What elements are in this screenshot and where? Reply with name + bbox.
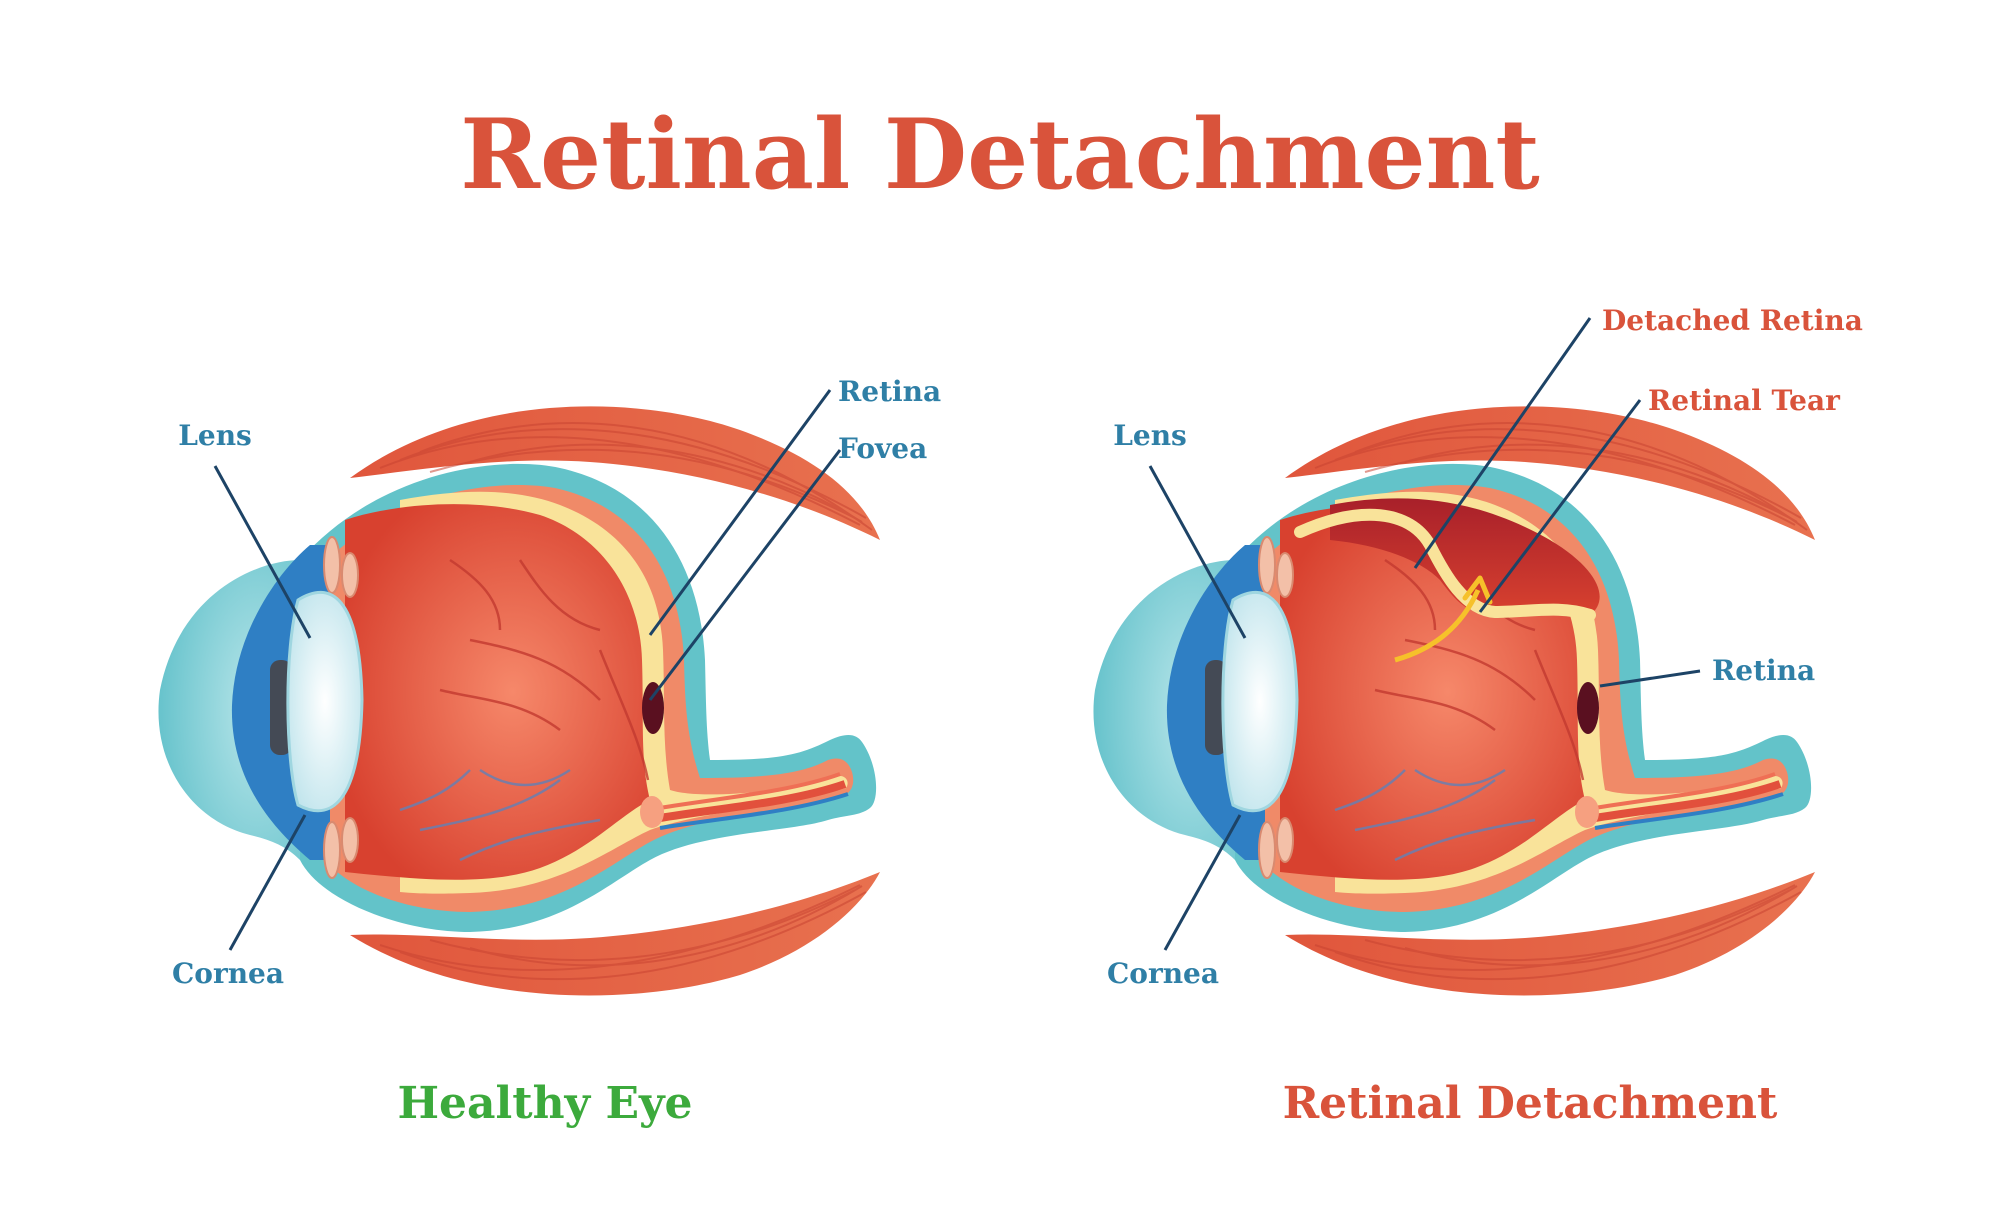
page-title: Retinal Detachment [460,98,1539,211]
detached-region [1330,498,1600,615]
healthy-leader-lines [213,389,842,951]
healthy-lens-label: Lens [178,419,252,452]
detached-lens-label: Lens [1113,419,1187,452]
detached-retina-label: Retina [1712,654,1815,687]
healthy-cornea-label: Cornea [172,957,284,990]
detached-eye-illustration [1093,406,1815,995]
detached-retina-callout-label: Detached Retina [1602,304,1863,337]
healthy-eye-illustration [158,406,880,995]
detached-retina-curve [1294,508,1596,621]
detached-eye-caption: Retinal Detachment [1283,1078,1778,1129]
healthy-eye-caption: Healthy Eye [397,1078,692,1129]
retinal-tear-label: Retinal Tear [1648,384,1841,417]
tear-arrow [1394,588,1481,663]
fovea-mark [642,682,664,734]
healthy-retina-label: Retina [838,375,941,408]
detached-cornea-label: Cornea [1107,957,1219,990]
detached-leader-lines [1148,317,1701,951]
healthy-fovea-label: Fovea [838,432,927,465]
